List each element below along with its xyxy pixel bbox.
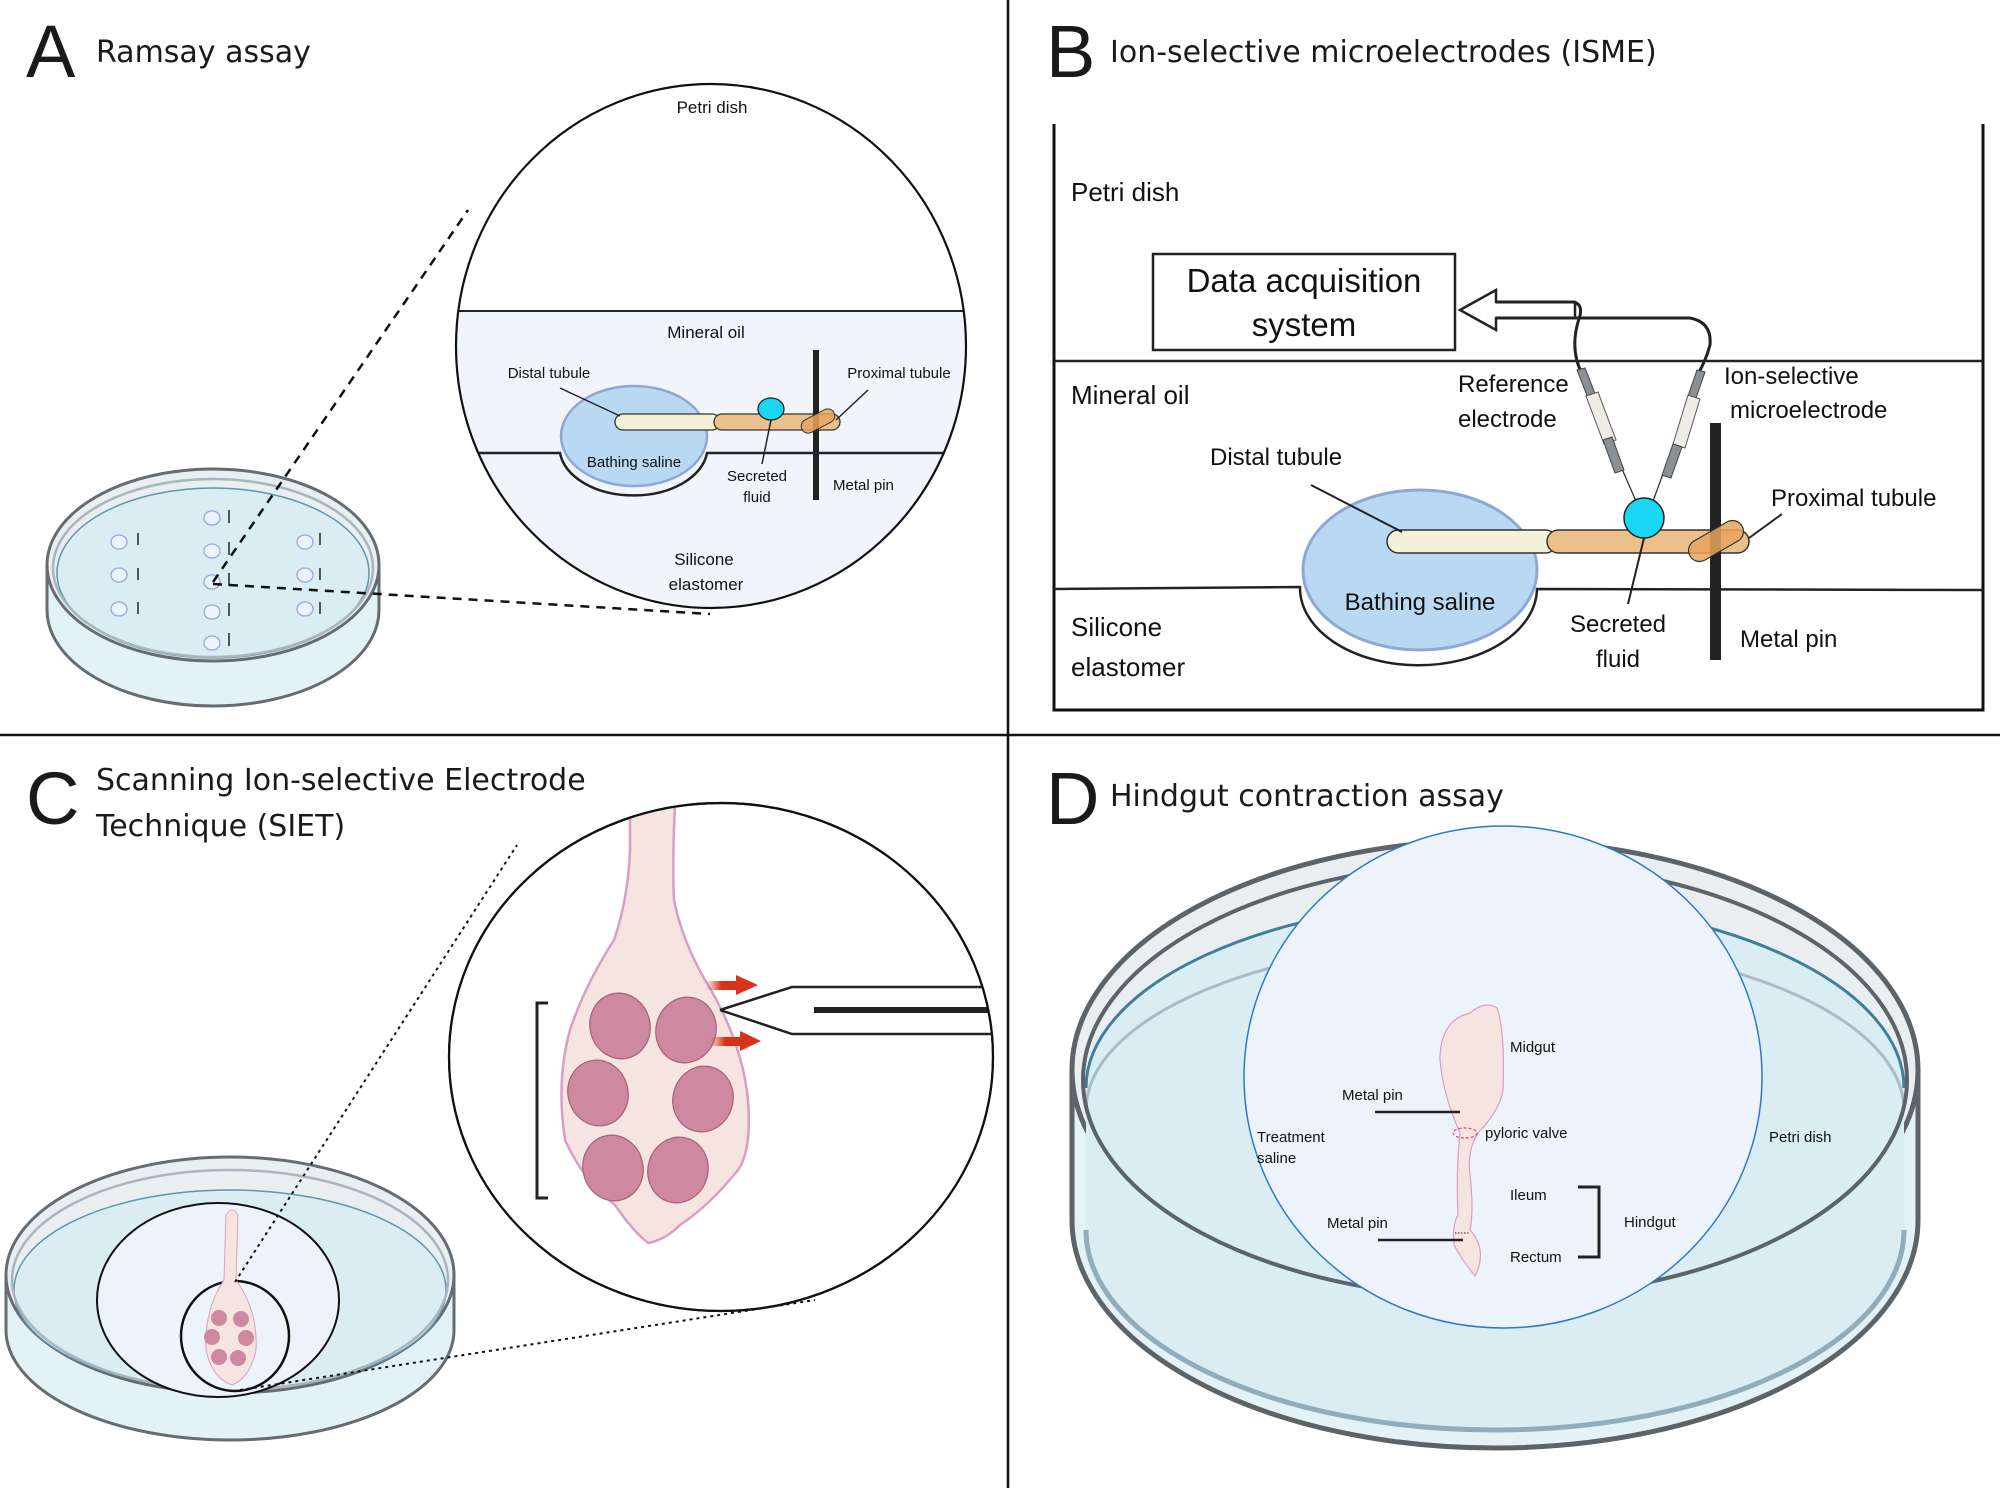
siet-magnified-view bbox=[447, 801, 995, 1313]
panel-a: A Ramsay assay bbox=[26, 10, 968, 708]
panel-b-letter: B bbox=[1046, 10, 1095, 93]
label-bathing-saline: Bathing saline bbox=[587, 454, 681, 471]
label-distal-tubule: Distal tubule bbox=[508, 365, 591, 382]
label-microelectrode: microelectrode bbox=[1730, 397, 1887, 424]
secreted-fluid-drop bbox=[757, 397, 785, 421]
label-fluid-b: fluid bbox=[1596, 646, 1640, 673]
label-metal-pin-b: Metal pin bbox=[1740, 626, 1837, 653]
gut-outline bbox=[1439, 1004, 1504, 1278]
label-proximal-tubule: Proximal tubule bbox=[847, 365, 950, 382]
panel-a-title: Ramsay assay bbox=[96, 35, 311, 70]
ion-flux-arrow-icon bbox=[706, 975, 761, 1051]
pyloric-valve-marker bbox=[1452, 1127, 1478, 1139]
label-proximal-tubule-b: Proximal tubule bbox=[1771, 485, 1936, 512]
label-petri-dish-d: Petri dish bbox=[1769, 1129, 1832, 1146]
label-metal-pin: Metal pin bbox=[833, 477, 894, 494]
label-metal-pin-bottom: Metal pin bbox=[1327, 1215, 1388, 1232]
label-silicone: Silicone bbox=[674, 550, 734, 569]
label-data-acquisition: Data acquisition bbox=[1187, 262, 1422, 299]
label-elastomer-b: elastomer bbox=[1071, 652, 1185, 682]
panel-d-letter: D bbox=[1046, 757, 1099, 840]
bathing-saline-drop bbox=[559, 384, 709, 488]
ism-wire bbox=[1496, 316, 1712, 375]
label-treatment: Treatment bbox=[1257, 1129, 1326, 1146]
zoom-line-upper-c bbox=[234, 844, 518, 1283]
proximal-tubule-end bbox=[800, 408, 836, 434]
ramsay-magnified-view: Petri dish Mineral oil Distal tubule Pro… bbox=[454, 82, 968, 610]
proximal-tubule-end-b bbox=[1687, 519, 1745, 563]
label-ion-selective: Ion-selective bbox=[1724, 363, 1859, 390]
reference-electrode bbox=[1576, 367, 1643, 516]
nuclei bbox=[567, 992, 734, 1204]
tubule-wells bbox=[110, 510, 314, 651]
label-petri-dish: Petri dish bbox=[677, 98, 748, 117]
siet-microelectrode bbox=[719, 985, 993, 1036]
label-ileum: Ileum bbox=[1510, 1187, 1547, 1204]
label-pyloric-valve: pyloric valve bbox=[1485, 1125, 1568, 1142]
scan-range-bracket bbox=[535, 1001, 548, 1200]
panel-b: B Ion-selective microelectrodes (ISME) bbox=[1046, 10, 1985, 712]
hindgut-bracket bbox=[1578, 1185, 1601, 1259]
panel-a-letter: A bbox=[26, 10, 76, 93]
label-elastomer: elastomer bbox=[669, 575, 744, 594]
petri-dish-c bbox=[4, 1155, 456, 1442]
ion-selective-microelectrode bbox=[1647, 369, 1706, 516]
zoom-line-lower-c bbox=[239, 1299, 816, 1391]
label-mineral-oil: Mineral oil bbox=[667, 323, 744, 342]
petri-dish-icon bbox=[45, 467, 381, 708]
label-fluid: fluid bbox=[743, 489, 771, 506]
label-distal-tubule-b: Distal tubule bbox=[1210, 444, 1342, 471]
label-saline: saline bbox=[1257, 1150, 1296, 1167]
label-midgut: Midgut bbox=[1510, 1039, 1556, 1056]
data-acquisition-box bbox=[1151, 252, 1457, 352]
panel-b-title: Ion-selective microelectrodes (ISME) bbox=[1110, 35, 1657, 70]
label-reference: Reference bbox=[1458, 371, 1569, 398]
reference-electrode-wire bbox=[1496, 300, 1584, 375]
label-rectum: Rectum bbox=[1510, 1249, 1562, 1266]
panel-c: C Scanning Ion-selective Electrode Techn… bbox=[4, 757, 995, 1442]
label-metal-pin-top: Metal pin bbox=[1342, 1087, 1403, 1104]
bathing-saline-drop-b bbox=[1301, 488, 1539, 652]
zoom-line-lower bbox=[212, 582, 711, 616]
distal-tubule bbox=[614, 413, 721, 431]
label-system: system bbox=[1252, 306, 1357, 343]
label-petri-dish-b: Petri dish bbox=[1071, 177, 1179, 207]
secreted-fluid-drop-b bbox=[1623, 497, 1665, 539]
distal-tubule-b bbox=[1386, 529, 1558, 554]
label-secreted-b: Secreted bbox=[1570, 611, 1666, 638]
pin-marks bbox=[137, 510, 321, 646]
label-hindgut: Hindgut bbox=[1624, 1214, 1677, 1231]
panel-c-title-line1: Scanning Ion-selective Electrode bbox=[96, 763, 586, 798]
panel-c-title-line2: Technique (SIET) bbox=[95, 809, 345, 844]
panel-c-letter: C bbox=[26, 757, 79, 840]
label-bathing-saline-b: Bathing saline bbox=[1345, 589, 1496, 616]
label-secreted: Secreted bbox=[727, 468, 787, 485]
petri-dish-d: Midgut Metal pin pyloric valve Treatment… bbox=[1069, 825, 1921, 1451]
panel-d: D Hindgut contraction assay Midgut Metal… bbox=[1046, 757, 1921, 1451]
label-electrode: electrode bbox=[1458, 406, 1557, 433]
isme-setup-diagram: Petri dish Data acquisition system Miner… bbox=[1052, 124, 1985, 712]
signal-arrow-icon bbox=[1457, 287, 1577, 333]
zoom-line-upper bbox=[211, 209, 470, 583]
label-mineral-oil-b: Mineral oil bbox=[1071, 380, 1190, 410]
panel-d-title: Hindgut contraction assay bbox=[1110, 779, 1504, 814]
label-silicone-b: Silicone bbox=[1071, 612, 1162, 642]
